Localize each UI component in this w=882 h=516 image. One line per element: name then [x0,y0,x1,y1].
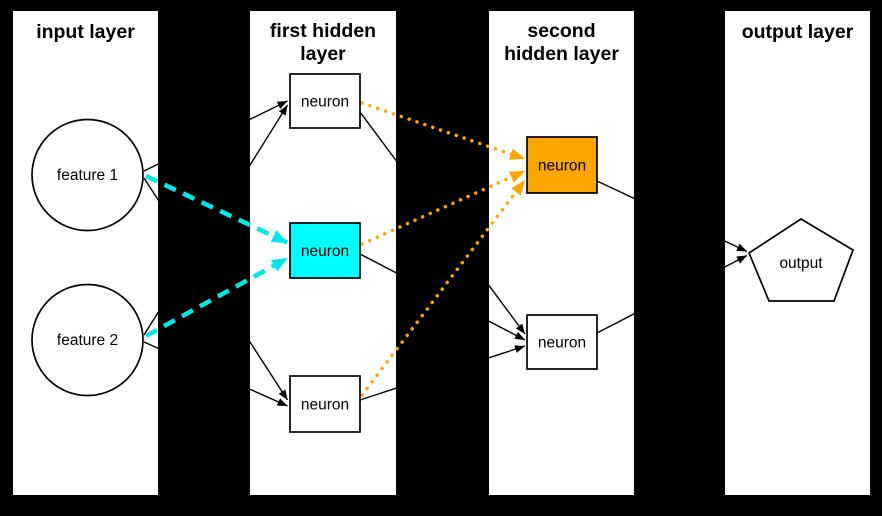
edge-h1top-h2bottom [359,111,526,335]
panel-input-layer [13,11,158,495]
output-layer-title: output layer [742,21,854,43]
edge-h2bottom-output [596,254,748,334]
second-hidden-layer-title-line1: second [527,20,595,42]
first-hidden-layer-title-line2: layer [300,43,346,65]
h2-neuron-bottom-label: neuron [538,335,586,352]
edge-feature2-h1middle-highlight [144,255,290,339]
edge-h1middle-h2top-highlight [360,169,527,246]
edge-h1middle-h2bottom [359,253,526,341]
node-h1-neuron-top [289,73,361,129]
second-hidden-layer-title-line2: hidden layer [504,43,619,65]
edge-feature1-h1middle-highlight [145,173,289,246]
node-h2-neuron-bottom [526,314,598,370]
h1-neuron-bottom-label: neuron [301,397,349,414]
edge-feature2-h1bottom [143,341,288,407]
node-h2-neuron-top [526,136,598,194]
node-feature-1 [31,118,144,232]
node-output-pentagon [747,217,855,302]
node-h1-neuron-bottom [289,375,361,433]
node-h1-neuron-middle [289,222,361,279]
h1-neuron-middle-label: neuron [301,243,349,260]
edge-h2top-output [596,180,748,253]
feature-1-label: feature 1 [57,167,118,184]
feature-2-label: feature 2 [57,332,118,349]
edge-feature1-h1top [143,100,288,172]
panel-second-hidden-layer [489,11,634,495]
edge-feature1-h1bottom [143,177,289,401]
edge-h1bottom-h2bottom [359,345,526,401]
input-layer-title: input layer [36,21,135,43]
node-feature-2 [31,283,144,397]
h1-neuron-top-label: neuron [301,94,349,111]
first-hidden-layer-title-line1: first hidden [270,20,376,42]
edge-h1bottom-h2top-highlight [360,178,527,397]
h2-neuron-top-label: neuron [538,158,586,175]
output-label: output [779,255,823,272]
edge-feature2-h1top [143,104,289,336]
